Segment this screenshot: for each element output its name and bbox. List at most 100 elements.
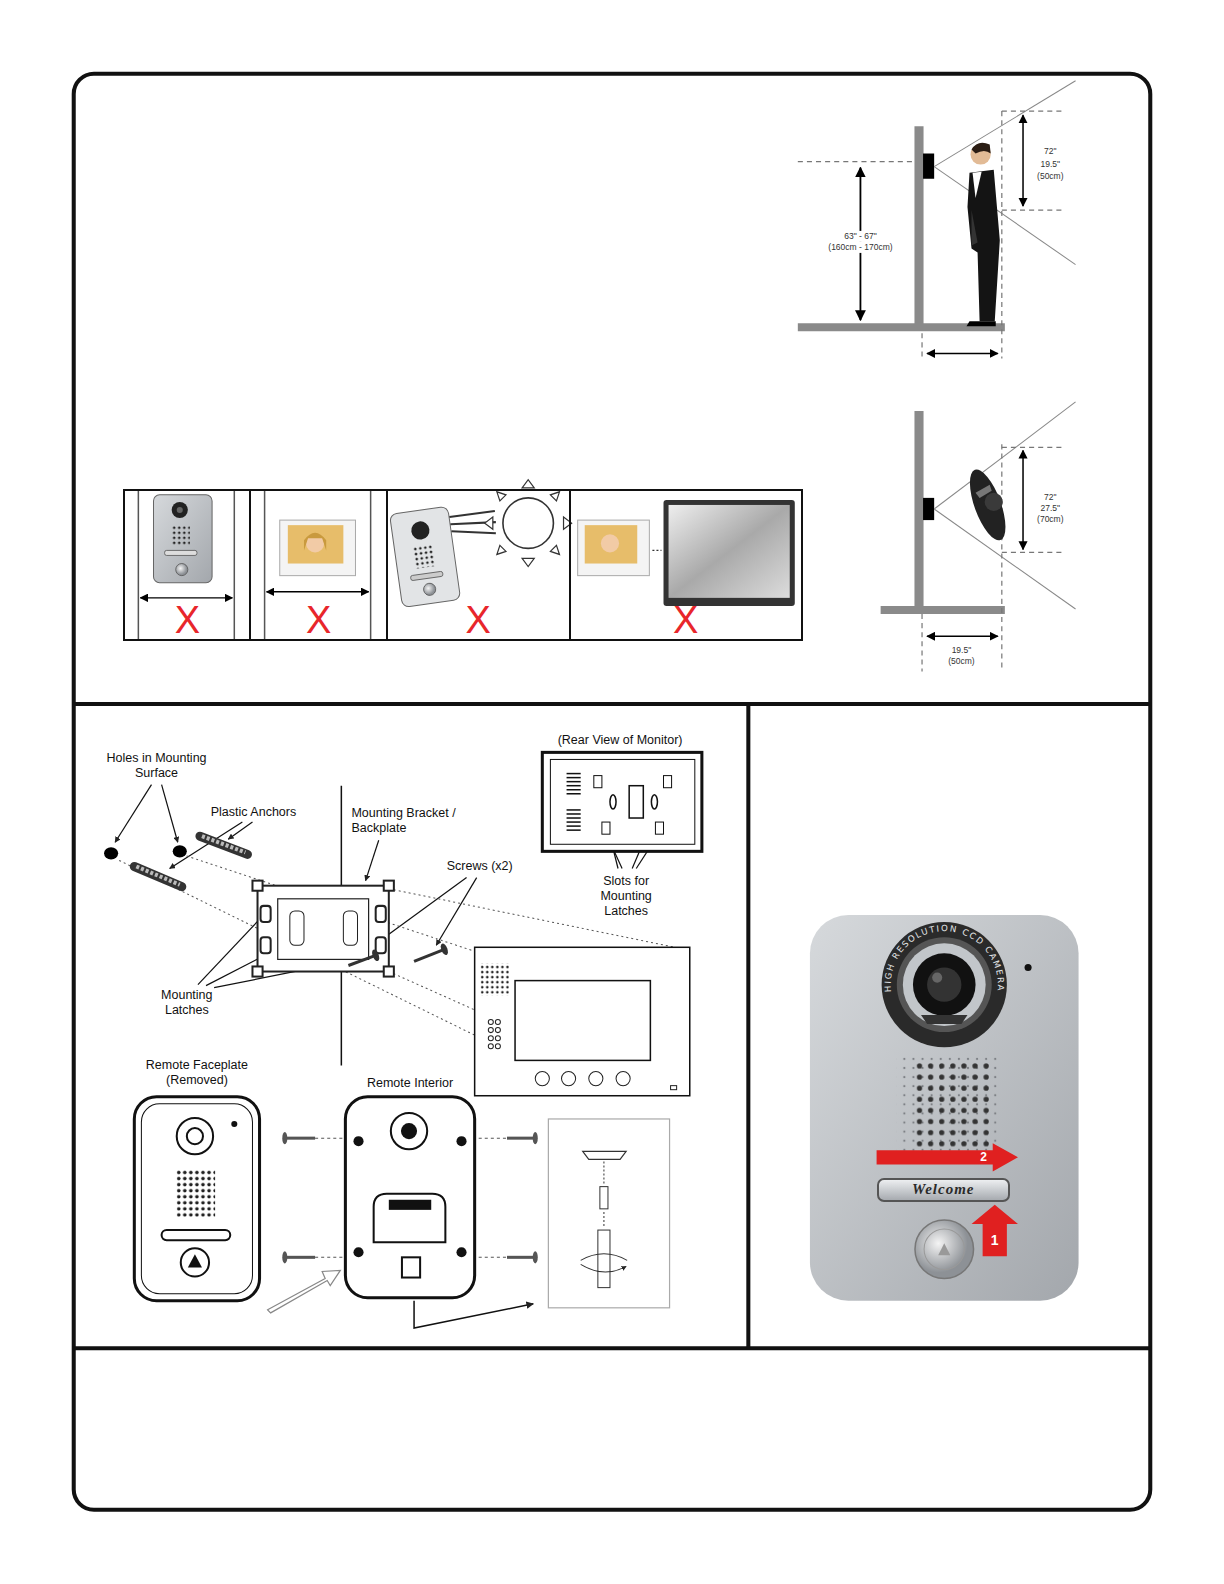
monitor-rear (567, 777, 581, 779)
screw (371, 949, 381, 963)
door-station-sun-icon (503, 498, 553, 548)
placement-icons (264, 491, 266, 639)
mounting-bracket (261, 906, 271, 922)
inset-detail (583, 1151, 626, 1159)
door-station: HIGH RESOLUTION CCD CAMERA (810, 915, 1079, 1301)
door-station-icon (177, 507, 183, 513)
remote-interior (456, 1247, 466, 1257)
dimension: 27.5" (1041, 503, 1061, 513)
monitor-rear (567, 774, 581, 831)
remote-faceplate (187, 1128, 203, 1144)
door-station-sun-icon (410, 520, 431, 541)
person-top-view (963, 465, 1013, 544)
monitor-front (488, 1044, 493, 1049)
plastic-anchor (136, 866, 179, 884)
top-view-diagram (921, 614, 922, 672)
dimension: (70cm) (1037, 514, 1063, 524)
man-figure (972, 143, 991, 154)
monitor-rear (664, 776, 672, 788)
door-station-icon (172, 502, 188, 518)
mounting-bracket (261, 937, 271, 953)
mounting-bracket (290, 911, 304, 945)
door-station (903, 943, 986, 1026)
height-diagram (1002, 209, 1063, 210)
door-station (915, 1220, 974, 1279)
leader-line (436, 878, 476, 946)
mounting-illustration (282, 1251, 287, 1263)
red-arrow (877, 1143, 1018, 1171)
person-top-view (985, 493, 1003, 511)
inset-detail (600, 1187, 608, 1209)
door-station (932, 973, 942, 983)
height-diagram (1001, 111, 1002, 358)
remote-interior (389, 1200, 431, 1210)
dimension: (160cm - 170cm) (826, 242, 894, 252)
dimension: 72" (1044, 492, 1056, 502)
top-view-diagram (1022, 450, 1024, 549)
panel-frame (746, 704, 750, 1348)
door-station-sun-icon (522, 558, 534, 566)
monitor-tv-icon (585, 525, 638, 563)
monitor-rear (567, 809, 581, 811)
leader-line (162, 785, 178, 843)
mounting-illustration (282, 1132, 538, 1263)
placement-icons (138, 491, 370, 639)
remote-interior (414, 1301, 533, 1328)
placement-box: X (249, 489, 387, 641)
door-station (913, 953, 976, 1016)
view-label: (Rear View of Monitor) (558, 733, 683, 748)
mounting-bracket (343, 911, 357, 945)
panel-frame (74, 702, 1151, 706)
mounting-bracket (278, 899, 369, 960)
height-diagram (934, 167, 1075, 265)
dimension: 63" - 67" (842, 231, 879, 241)
door-station-icon (172, 525, 190, 545)
monitor-front (475, 947, 690, 1095)
door-station-sun-icon (451, 531, 495, 533)
remote-faceplate (134, 1097, 259, 1301)
door-station-sun-icon (423, 582, 437, 596)
remote-faceplate (188, 1254, 202, 1267)
top-view-diagram (914, 411, 923, 610)
cross-mark: X (175, 601, 200, 639)
monitor-front (488, 1019, 493, 1024)
monitor-front (475, 947, 690, 1095)
guide-line (119, 860, 474, 1035)
monitor-icon (304, 533, 326, 551)
plastic-anchor (202, 836, 245, 852)
screw (315, 1138, 343, 1139)
inset-detail (548, 1119, 669, 1308)
mounting-bracket (252, 881, 393, 977)
dimension: (50cm) (1037, 171, 1063, 181)
monitor-rear (602, 822, 610, 834)
man-figure (966, 321, 995, 326)
screw (348, 943, 449, 966)
mounting-illustration (173, 845, 187, 857)
height-diagram (923, 154, 934, 179)
monitor-front (488, 1028, 493, 1033)
monitor-front (589, 1072, 603, 1086)
monitor-front (616, 1072, 630, 1086)
panel-frame (74, 1346, 1151, 1350)
screw (479, 1138, 507, 1139)
mounting-bracket (252, 966, 262, 976)
monitor-rear (542, 752, 702, 851)
monitor-tv-icon (578, 500, 795, 606)
placement-icons (370, 491, 372, 639)
dimension: 19.5" (1041, 159, 1061, 169)
panel-frame (74, 74, 1151, 1510)
monitor-icon (280, 520, 356, 576)
remote-interior (353, 1247, 363, 1257)
monitor-rear (542, 752, 702, 851)
screw (414, 949, 444, 961)
inset-detail (598, 1230, 610, 1288)
monitor-rear (651, 795, 657, 809)
monitor-front (488, 1019, 676, 1089)
door-station (924, 1229, 964, 1269)
remote-interior (402, 1257, 420, 1277)
hollow-arrow (268, 1270, 341, 1312)
inset-detail (603, 1212, 604, 1226)
monitor-tv-icon (578, 520, 650, 576)
door-station (897, 937, 992, 1032)
